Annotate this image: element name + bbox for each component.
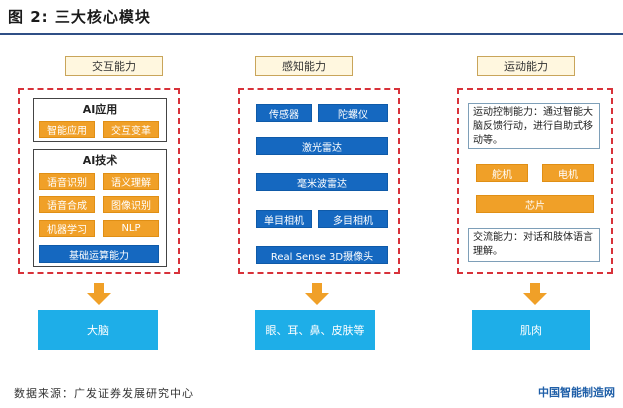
ai-app-item: 智能应用 xyxy=(39,121,95,138)
communication-text: 交流能力：对话和肢体语言理解。 xyxy=(468,228,600,262)
perception-item: 多目相机 xyxy=(318,210,388,228)
ai-tech-item: 语音合成 xyxy=(39,196,95,213)
perception-item: 单目相机 xyxy=(256,210,312,228)
down-arrow-icon xyxy=(87,283,111,305)
motion-item: 电机 xyxy=(542,164,594,182)
ai-tech-item: 机器学习 xyxy=(39,220,95,237)
output-senses: 眼、耳、鼻、皮肤等 xyxy=(255,310,375,350)
output-muscle: 肌肉 xyxy=(472,310,590,350)
motion-control-text: 运动控制能力：通过智能大脑反馈行动，进行自助式移动等。 xyxy=(468,103,600,149)
figure-title: 图 2: 三大核心模块 xyxy=(8,8,151,26)
ai-tech-item: NLP xyxy=(103,220,159,237)
motion-item: 舵机 xyxy=(476,164,528,182)
ai-tech-title: AI技术 xyxy=(82,154,118,167)
down-arrow-icon xyxy=(523,283,547,305)
ai-app-item: 交互变革 xyxy=(103,121,159,138)
perception-item: Real Sense 3D摄像头 xyxy=(256,246,388,264)
output-brain: 大脑 xyxy=(38,310,158,350)
watermark-logo: 中国智能制造网 xyxy=(538,386,615,399)
perception-item: 毫米波雷达 xyxy=(256,173,388,191)
ai-tech-item: 语音识别 xyxy=(39,173,95,190)
ai-app-title: AI应用 xyxy=(82,103,118,116)
down-arrow-icon xyxy=(305,283,329,305)
perception-header: 感知能力 xyxy=(255,56,353,76)
source-note: 数据来源：广发证券发展研究中心 xyxy=(14,387,194,400)
motion-item: 芯片 xyxy=(476,195,594,213)
motion-header: 运动能力 xyxy=(477,56,575,76)
perception-item: 陀螺仪 xyxy=(318,104,388,122)
perception-item: 激光雷达 xyxy=(256,137,388,155)
title-rule xyxy=(0,33,623,35)
perception-item: 传感器 xyxy=(256,104,312,122)
interaction-header: 交互能力 xyxy=(65,56,163,76)
base-compute-box: 基础运算能力 xyxy=(39,245,159,263)
ai-tech-item: 语义理解 xyxy=(103,173,159,190)
ai-tech-item: 图像识别 xyxy=(103,196,159,213)
